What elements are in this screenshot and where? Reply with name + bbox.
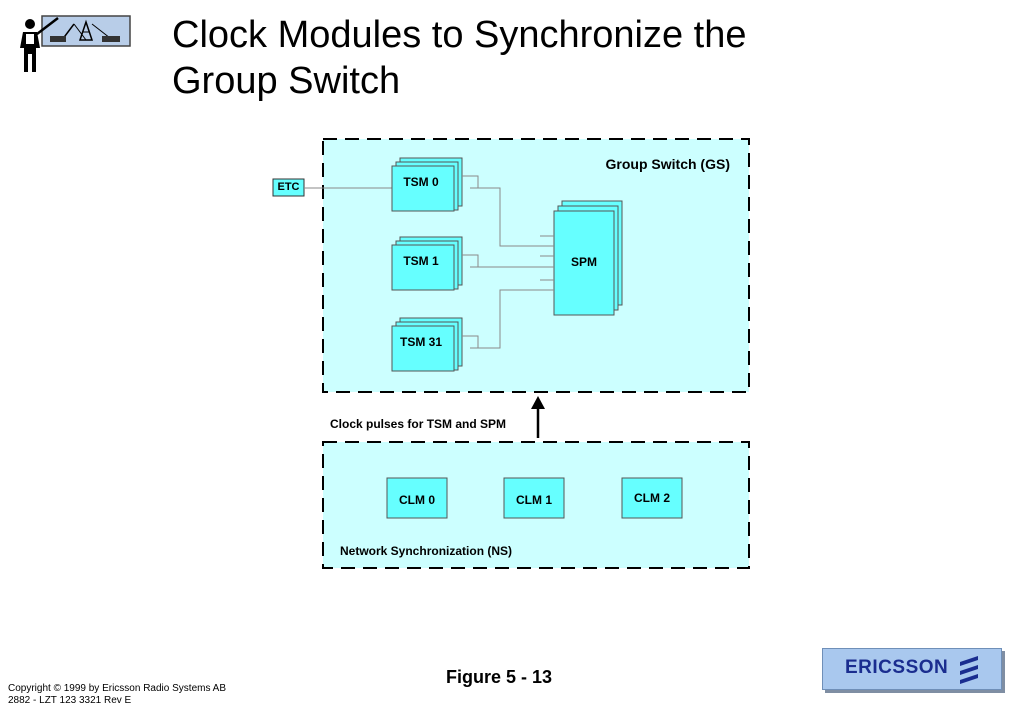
copyright: Copyright © 1999 by Ericsson Radio Syste… (8, 683, 226, 707)
clm-2-label: CLM 2 (634, 491, 670, 505)
ericsson-logo-icon (960, 656, 978, 684)
network-sync-label: Network Synchronization (NS) (340, 544, 513, 558)
spm-stack (553, 200, 623, 316)
presenter-with-antenna-icon (20, 15, 131, 72)
tsm-31-stack (391, 317, 463, 372)
clm-1-label: CLM 1 (516, 493, 552, 507)
brand-text: ERICSSON (845, 657, 949, 678)
tsm-31-label: TSM 31 (399, 335, 442, 349)
title-line-2: Group Switch (172, 60, 401, 102)
figure-caption: Figure 5 - 13 (446, 667, 553, 687)
tsm-1-stack (391, 236, 463, 291)
copyright-line-2: 2882 - LZT 123 3321 Rev E (8, 695, 132, 706)
clm-2-box (621, 477, 683, 519)
tsm-0-stack (391, 157, 463, 212)
group-switch-label: Group Switch (GS) (605, 156, 730, 172)
etc-label: ETC (277, 181, 300, 193)
group-switch-region (322, 138, 750, 393)
arrow-head-icon (531, 396, 545, 409)
page-title: Clock Modules to Synchronize the Group S… (172, 12, 892, 104)
copyright-line-1: Copyright © 1999 by Ericsson Radio Syste… (8, 683, 227, 694)
tsm-0-label: TSM 0 (403, 175, 439, 189)
clm-1-box (503, 477, 565, 519)
clm-0-box (386, 477, 448, 519)
clock-pulses-label: Clock pulses for TSM and SPM (330, 417, 507, 431)
spm-label: SPM (570, 255, 597, 269)
clm-0-label: CLM 0 (399, 493, 435, 507)
tsm-1-label: TSM 1 (403, 254, 439, 268)
ericsson-brand: ERICSSON (822, 648, 1002, 690)
title-line-1: Clock Modules to Synchronize the (172, 14, 747, 56)
